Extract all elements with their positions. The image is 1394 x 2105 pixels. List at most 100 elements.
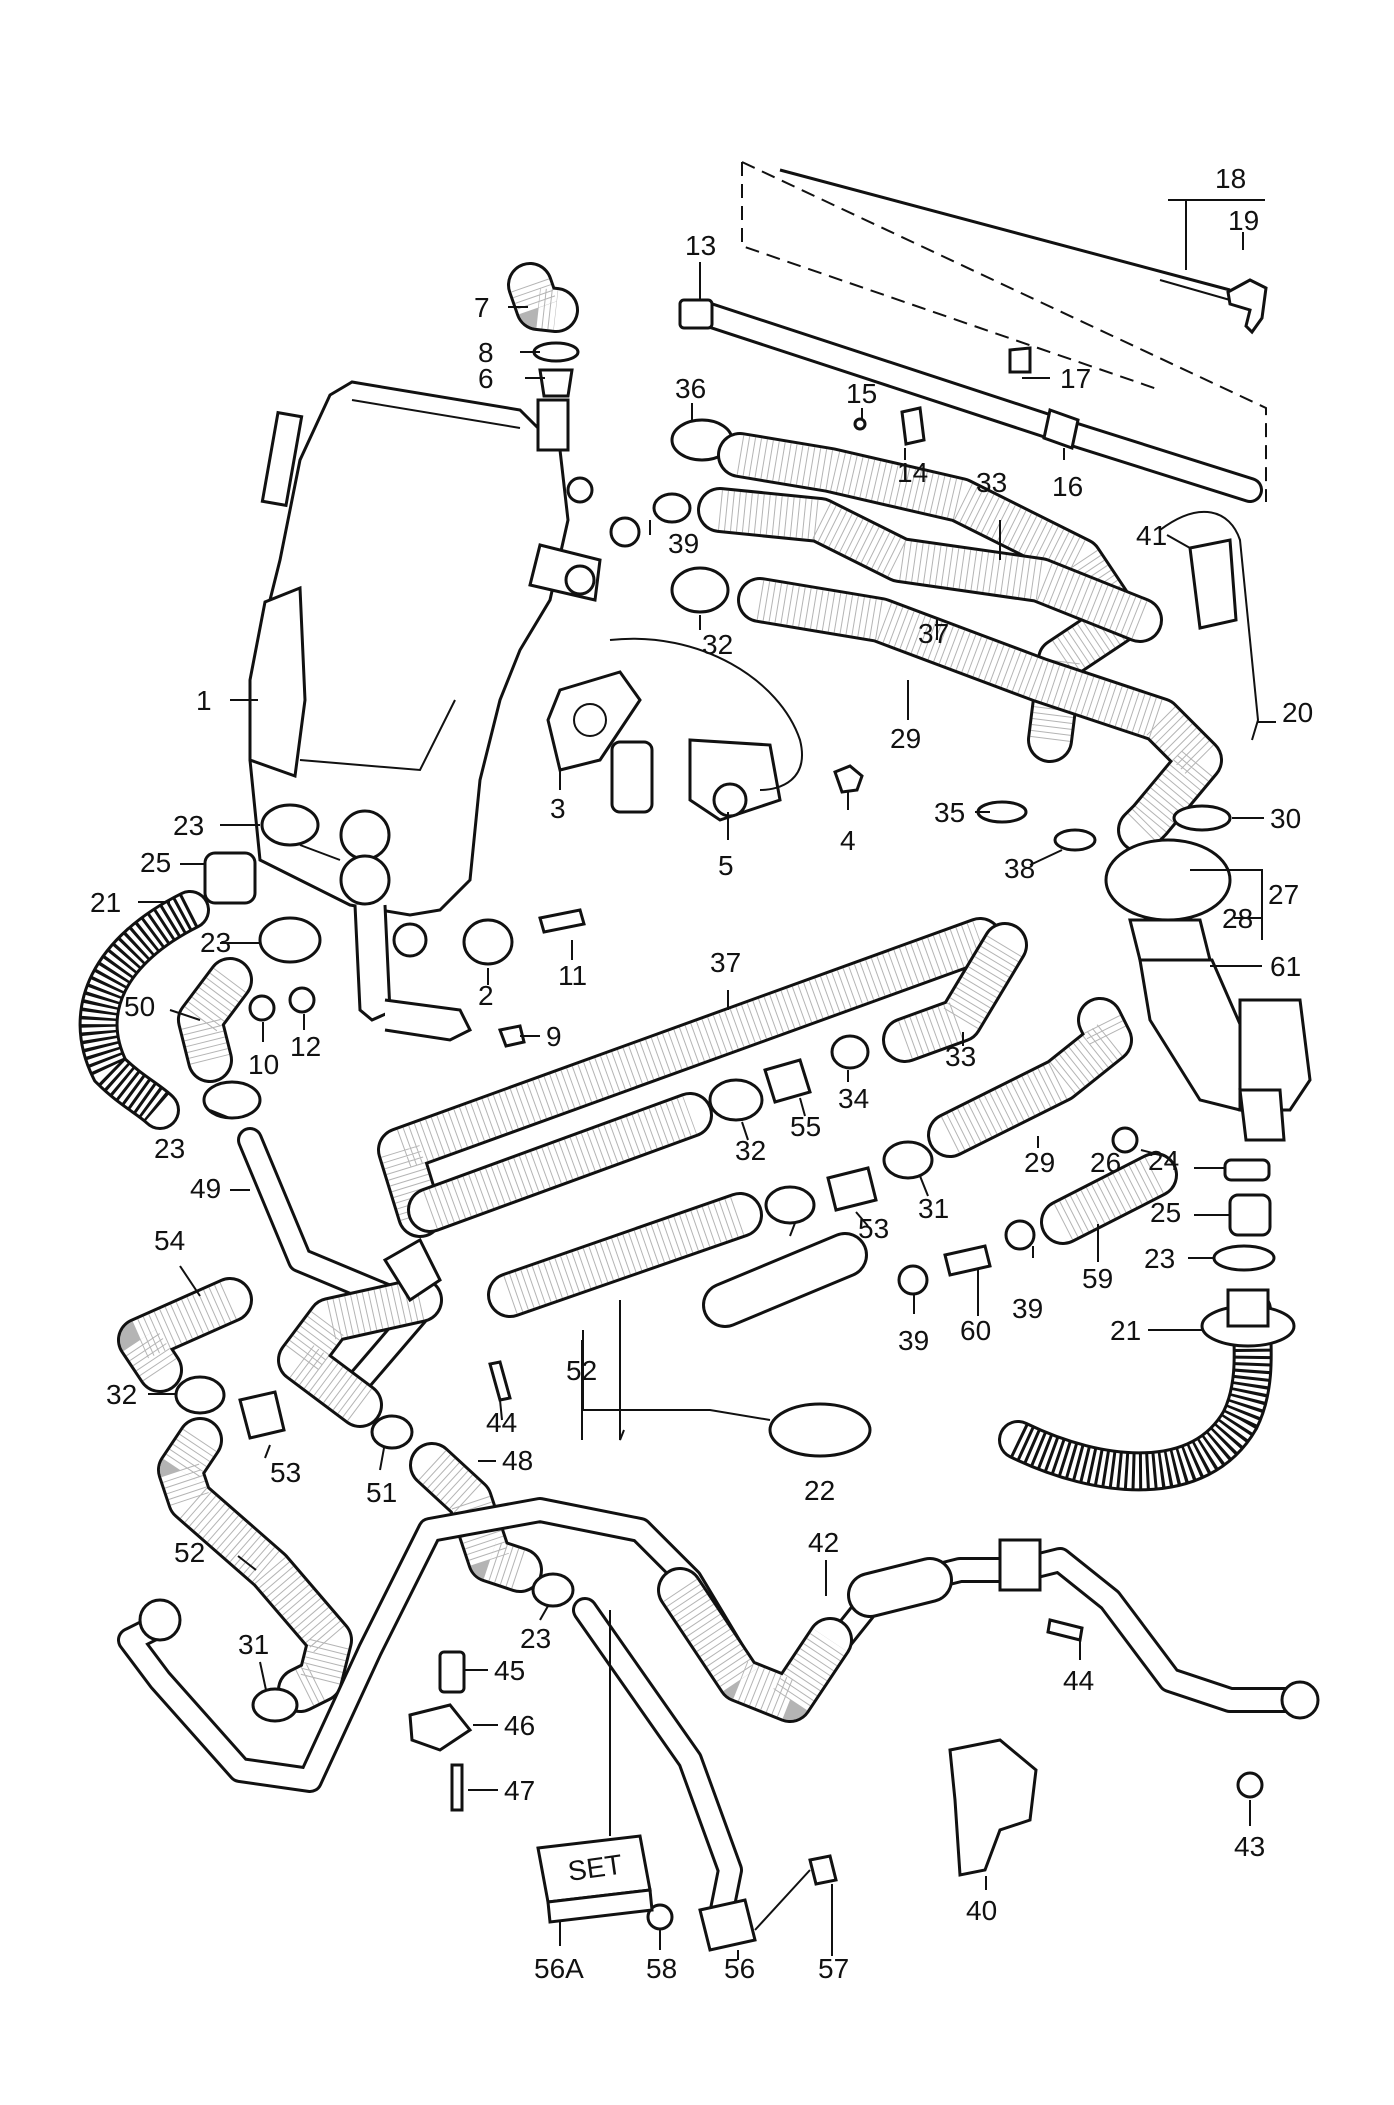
- label-25a: 25: [140, 847, 171, 878]
- bolt-57: [808, 1854, 838, 1886]
- label-29b: 29: [1024, 1147, 1055, 1178]
- sleeve-45: [438, 1650, 466, 1694]
- filler-assembly: [1104, 838, 1312, 1142]
- label-40: 40: [966, 1895, 997, 1926]
- label-32b: 32: [735, 1135, 766, 1166]
- label-27: 27: [1268, 879, 1299, 910]
- label-47: 47: [504, 1775, 535, 1806]
- label-45: 45: [494, 1655, 525, 1686]
- label-31b: 31: [238, 1629, 269, 1660]
- label-44b: 44: [1063, 1665, 1094, 1696]
- label-34: 34: [838, 1083, 869, 1114]
- label-33b: 33: [945, 1041, 976, 1072]
- clamp-39-mid: [897, 1264, 929, 1296]
- label-12: 12: [290, 1031, 321, 1062]
- label-52a: 52: [566, 1355, 597, 1386]
- bolt-11: [538, 908, 586, 934]
- label-39c: 39: [898, 1325, 929, 1356]
- grommet-22: [768, 1402, 872, 1458]
- clamp-8: [532, 341, 580, 363]
- label-55: 55: [790, 1111, 821, 1142]
- hose-29-upper: [737, 577, 1223, 853]
- hose-29-lower: [927, 997, 1133, 1158]
- nut-10: [248, 994, 276, 1022]
- clamp-32-top: [670, 566, 730, 614]
- fitting-25-left: [203, 851, 257, 905]
- label-3: 3: [550, 793, 566, 824]
- label-23c: 23: [154, 1133, 185, 1164]
- label-54: 54: [154, 1225, 185, 1256]
- label-33a: 33: [976, 467, 1007, 498]
- hose-53-link: [702, 1232, 868, 1328]
- label-18: 18: [1215, 163, 1246, 194]
- pipe-56: [572, 1597, 757, 1952]
- label-50: 50: [124, 991, 155, 1022]
- hose-50: [177, 957, 253, 1083]
- label-1: 1: [196, 685, 212, 716]
- label-44a: 44: [486, 1407, 517, 1438]
- hose-37-lower: [377, 917, 1003, 1238]
- label-43: 43: [1234, 1831, 1265, 1862]
- label-32c: 32: [106, 1379, 137, 1410]
- leader-lines: [138, 199, 1276, 1960]
- bracket-40: [948, 1738, 1038, 1877]
- hose-54: [117, 1277, 253, 1393]
- clamp-51: [370, 1414, 414, 1450]
- label-56A: 56A: [534, 1953, 584, 1984]
- fitting-53-mid: [826, 1166, 878, 1212]
- clamp-23-a: [260, 803, 320, 847]
- label-8: 8: [478, 337, 494, 368]
- label-38: 38: [1004, 853, 1035, 884]
- clamp-46: [408, 1703, 473, 1752]
- label-31a: 31: [918, 1193, 949, 1224]
- label-56: 56: [724, 1953, 755, 1984]
- label-10: 10: [248, 1049, 279, 1080]
- label-51: 51: [366, 1477, 397, 1508]
- clamp-23-c: [202, 1080, 262, 1120]
- mount-2: [462, 918, 514, 966]
- dipstick-20: [1159, 511, 1260, 741]
- label-35: 35: [934, 797, 965, 828]
- oil-tank: [248, 380, 641, 1042]
- label-24: 24: [1148, 1145, 1179, 1176]
- label-21b: 21: [1110, 1315, 1141, 1346]
- neck-21-right: [1226, 1288, 1270, 1328]
- sender-group: [546, 637, 864, 822]
- bracket-49: [382, 1237, 442, 1303]
- clamp-32-left: [174, 1375, 226, 1415]
- label-53b: 53: [270, 1457, 301, 1488]
- fitting-25-right: [1228, 1193, 1272, 1237]
- label-37b: 37: [710, 947, 741, 978]
- clamp-32-mid: [708, 1078, 764, 1122]
- label-13: 13: [685, 230, 716, 261]
- bolt-47: [450, 1763, 464, 1812]
- label-42: 42: [808, 1527, 839, 1558]
- nut-26: [1111, 1126, 1139, 1154]
- label-29a: 29: [890, 723, 921, 754]
- cap-6: [538, 368, 574, 398]
- label-16: 16: [1052, 471, 1083, 502]
- label-48: 48: [502, 1445, 533, 1476]
- hose-52-lower: [157, 1417, 353, 1713]
- part-labels: 18 19 13 7 8 6 17 15 36 14 16 33 41 39 3…: [90, 163, 1313, 1984]
- label-23b: 23: [200, 927, 231, 958]
- clamp-39-top: [652, 492, 692, 524]
- plug-9: [497, 1024, 526, 1048]
- label-39a: 39: [668, 528, 699, 559]
- label-23d: 23: [1144, 1243, 1175, 1274]
- hose-33-lower: [882, 922, 1028, 1063]
- label-37a: 37: [918, 618, 949, 649]
- bracket-41: [1188, 538, 1238, 630]
- dipstick-frame: [741, 161, 1268, 502]
- o-ring-43: [1236, 1771, 1264, 1799]
- elbow-hose-7: [507, 262, 579, 333]
- clamp-23-lower: [531, 1572, 575, 1608]
- fitting-24: [1223, 1158, 1271, 1182]
- label-25b: 25: [1150, 1197, 1181, 1228]
- set-box-56A: SET: [536, 1834, 654, 1924]
- o-ring-58: [646, 1903, 674, 1931]
- label-17: 17: [1060, 363, 1091, 394]
- label-26: 26: [1090, 1147, 1121, 1178]
- bolt-44-left: [488, 1360, 512, 1402]
